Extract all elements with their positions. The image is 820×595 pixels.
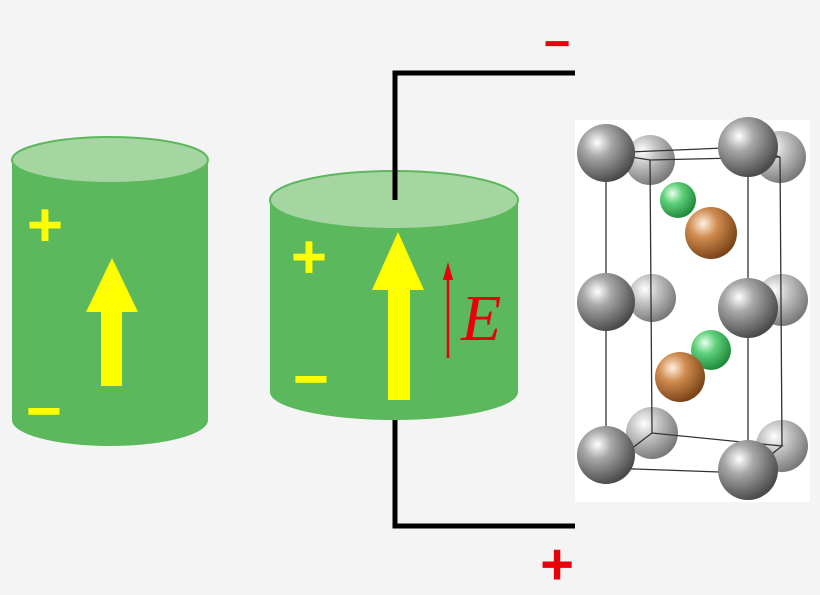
atom-green (660, 182, 696, 218)
terminal-bottom-plus-sign: + (540, 532, 574, 595)
atom-copper (685, 207, 737, 259)
atom-gray (718, 117, 778, 177)
crystal-unit-cell (575, 117, 810, 502)
terminal-top-minus-sign: − (544, 17, 571, 69)
atom-copper (655, 352, 705, 402)
field-arrow-icon (443, 262, 453, 358)
atom-gray (577, 124, 635, 182)
cylinder-right-plus-sign: + (291, 223, 327, 292)
cylinder-right-minus-sign: − (293, 345, 329, 414)
field-label: E (460, 282, 501, 355)
atom-green (691, 330, 731, 370)
cylinder-left: + − (11, 136, 209, 446)
cylinder-left-minus-sign: − (26, 377, 62, 446)
cylinder-left-top (11, 136, 209, 184)
bottom-wire (392, 420, 575, 529)
atom-gray (577, 426, 635, 484)
electrode-wires (392, 70, 575, 529)
up-arrow-icon (372, 232, 424, 400)
atom-gray (577, 273, 635, 331)
top-wire (392, 70, 575, 200)
up-arrow-icon (86, 258, 138, 386)
atom-gray (718, 440, 778, 500)
atom-gray (628, 274, 676, 322)
cylinder-left-plus-sign: + (27, 191, 63, 260)
atom-gray (718, 278, 778, 338)
